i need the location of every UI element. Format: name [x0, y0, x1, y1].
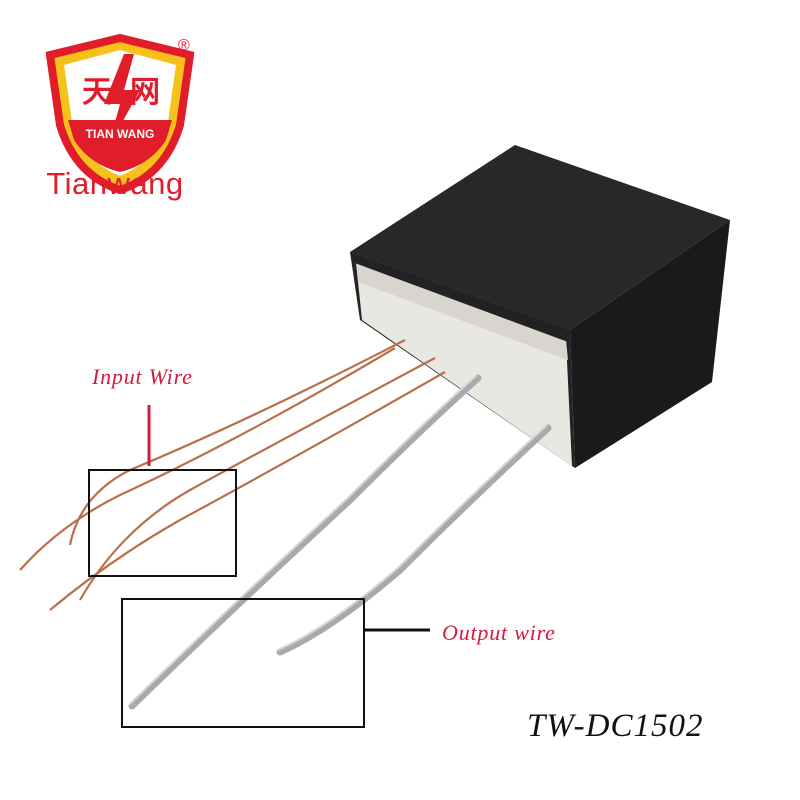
module-top	[350, 145, 730, 330]
output-wires	[128, 374, 552, 710]
tianwang-logo: 天 网 TIAN WANG ®	[45, 33, 195, 195]
module-potting	[356, 262, 572, 466]
input-wire-callout-box	[88, 469, 237, 577]
module-right-face	[570, 220, 730, 468]
input-wire-label: Input Wire	[92, 364, 193, 389]
logo-cn-left: 天	[82, 75, 112, 110]
logo-cn-right: 网	[130, 75, 160, 110]
brand-name: Tianwang	[46, 166, 184, 201]
lightning-icon	[104, 54, 140, 148]
output-wire-label: Output wire	[442, 620, 556, 645]
output-wire-callout-box	[121, 598, 365, 728]
registered-mark: ®	[178, 37, 190, 54]
input-wires	[19, 339, 446, 611]
logo-en: TIAN WANG	[86, 127, 155, 141]
model-number: TW-DC1502	[527, 708, 704, 744]
